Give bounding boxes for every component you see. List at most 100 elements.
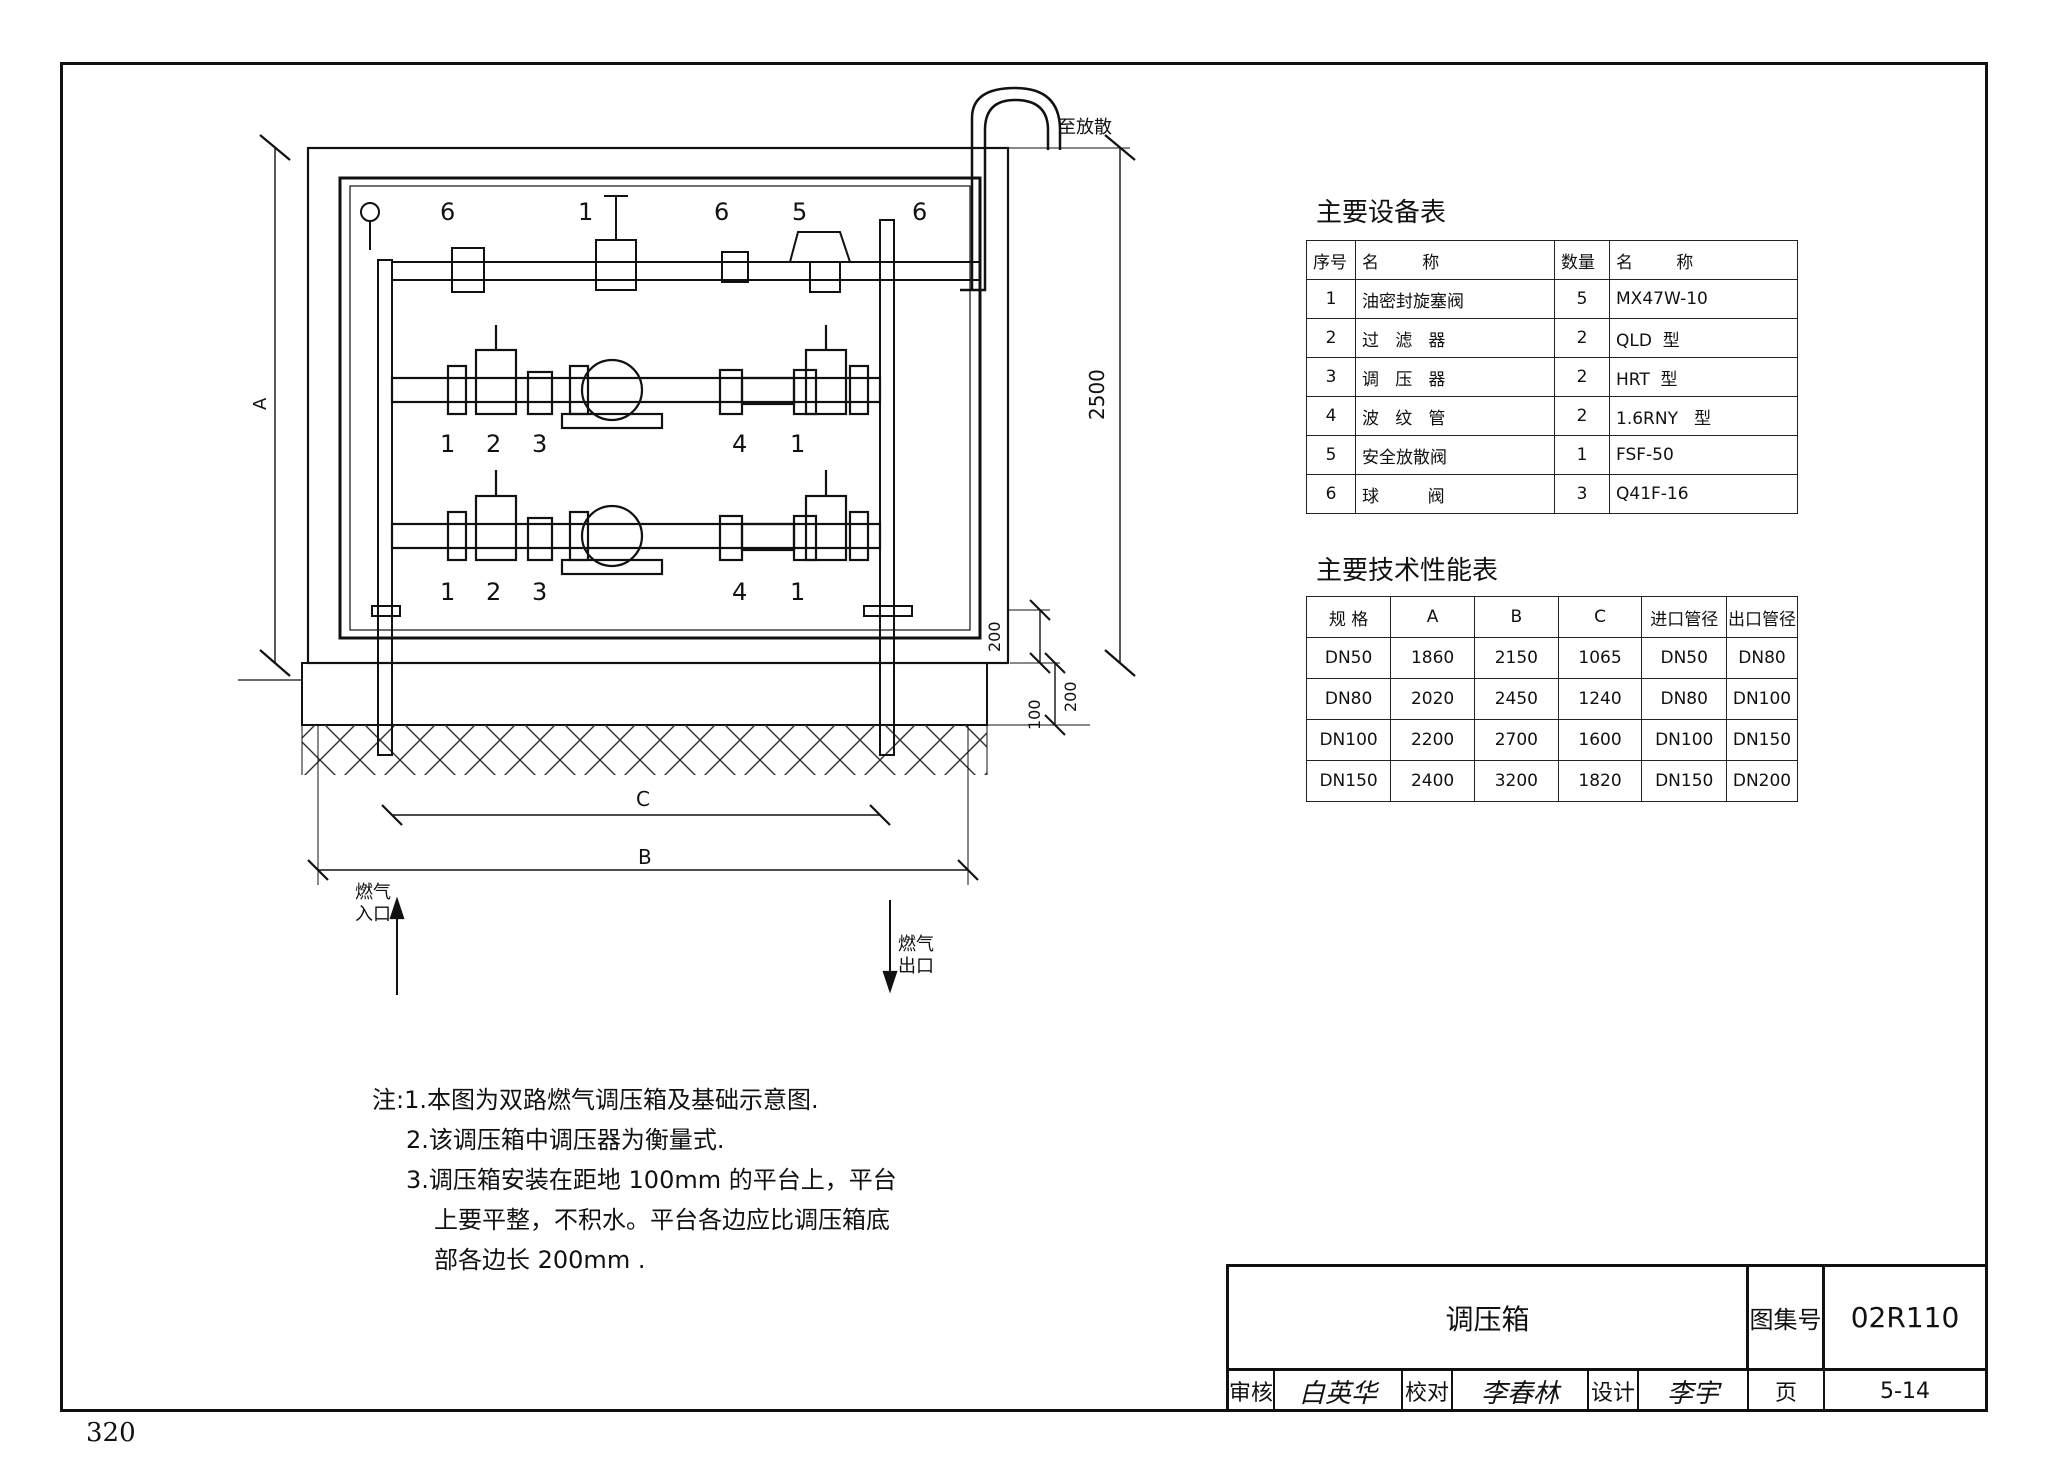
table-cell: QLD 型 [1609, 318, 1798, 358]
table-cell: DN50 [1641, 637, 1727, 679]
dim-2500: 2500 [1085, 369, 1109, 420]
table-header: 出口管径 [1726, 596, 1798, 638]
dim-a: A [250, 397, 271, 410]
title-block: 调压箱 图集号 02R110 审核 白英华 校对 李春林 设计 李宇 页 5-1… [1226, 1264, 1988, 1412]
note-line: 注:1.本图为双路燃气调压箱及基础示意图. [372, 1086, 819, 1114]
callout-top: 5 [792, 198, 807, 226]
table-header: B [1473, 596, 1559, 638]
atlas-label: 图集号 [1749, 1267, 1825, 1371]
dim-100: 100 [1025, 699, 1044, 730]
equipment-table-title: 主要设备表 [1316, 198, 1447, 228]
table-cell: 波 纹 管 [1355, 396, 1555, 436]
table-cell: 1 [1306, 279, 1356, 319]
dim-b: B [638, 845, 652, 869]
inlet-label-2: 入口 [355, 904, 391, 925]
table-cell: DN200 [1726, 760, 1798, 802]
page-value: 5-14 [1880, 1378, 1930, 1404]
table-cell: 2020 [1390, 678, 1475, 720]
table-cell: 1240 [1557, 678, 1643, 720]
cabinet-inner [338, 176, 982, 640]
table-cell: DN150 [1305, 760, 1392, 802]
review-signature: 白英华 [1275, 1371, 1403, 1411]
table-cell: DN100 [1726, 678, 1798, 720]
callout-row1: 3 [532, 430, 547, 458]
table-cell: 1820 [1557, 760, 1643, 802]
dim-200-b: 200 [1061, 681, 1080, 712]
table-cell: 5 [1554, 279, 1610, 319]
drawing-frame [60, 62, 1988, 1412]
callout-row1: 2 [486, 430, 501, 458]
vent-label: 至放散 [1058, 117, 1112, 138]
review-label: 审核 [1229, 1371, 1275, 1411]
callout-row1: 1 [440, 430, 455, 458]
page-number: 320 [86, 1418, 136, 1448]
table-cell: 2 [1554, 396, 1610, 436]
callout-top: 6 [440, 198, 455, 226]
table-row: 3 调 压 器 2 HRT 型 [1306, 357, 1798, 397]
table-header-row: 规 格 A B C 进口管径 出口管径 [1305, 596, 1798, 638]
table-cell: 1065 [1557, 637, 1643, 679]
table-header: A [1390, 596, 1475, 638]
table-cell: FSF-50 [1609, 435, 1798, 475]
table-row: DN80 2020 2450 1240 DN80 DN100 [1305, 678, 1798, 720]
outlet-label-1: 燃气 [898, 934, 934, 955]
table-header: 规 格 [1305, 596, 1392, 638]
table-cell: DN100 [1305, 719, 1392, 761]
design-signature: 李宇 [1639, 1371, 1749, 1411]
outlet-label-2: 出口 [898, 956, 934, 977]
table-cell: 2 [1306, 318, 1356, 358]
table-cell: 2200 [1390, 719, 1475, 761]
table-row: DN50 1860 2150 1065 DN50 DN80 [1305, 637, 1798, 679]
regulator-line-1 [390, 325, 882, 430]
table-cell: DN100 [1641, 719, 1727, 761]
table-cell: 安全放散阀 [1355, 435, 1555, 475]
table-cell: DN150 [1726, 719, 1798, 761]
callout-row2: 3 [532, 578, 547, 606]
table-row: DN100 2200 2700 1600 DN100 DN150 [1305, 719, 1798, 761]
table-cell: 6 [1306, 474, 1356, 514]
table-cell: DN80 [1641, 678, 1727, 720]
check-signature: 李春林 [1453, 1371, 1589, 1411]
design-label: 设计 [1589, 1371, 1639, 1411]
table-cell: 2400 [1390, 760, 1475, 802]
table-cell: 1 [1554, 435, 1610, 475]
table-cell: DN50 [1305, 637, 1392, 679]
table-cell: 调 压 器 [1355, 357, 1555, 397]
regulator-line-2 [390, 470, 882, 576]
table-cell: 2450 [1473, 678, 1559, 720]
table-cell: DN80 [1305, 678, 1392, 720]
table-cell: 3 [1306, 357, 1356, 397]
table-header: C [1557, 596, 1643, 638]
callout-row1: 1 [790, 430, 805, 458]
callout-top: 6 [912, 198, 927, 226]
table-cell: 5 [1306, 435, 1356, 475]
table-cell: 2 [1554, 318, 1610, 358]
table-header: 名 称 [1355, 240, 1555, 280]
table-cell: 球 阀 [1355, 474, 1555, 514]
table-row: 1 油密封旋塞阀 5 MX47W-10 [1306, 279, 1798, 319]
note-line: 部各边长 200mm . [434, 1246, 646, 1274]
table-cell: 1600 [1557, 719, 1643, 761]
note-line: 3.调压箱安装在距地 100mm 的平台上，平台 [406, 1166, 897, 1194]
table-row: 2 过 滤 器 2 QLD 型 [1306, 318, 1798, 358]
table-row: 6 球 阀 3 Q41F-16 [1306, 474, 1798, 514]
drawing-name: 调压箱 [1229, 1267, 1749, 1371]
atlas-number: 02R110 [1825, 1267, 1985, 1371]
table-cell: MX47W-10 [1609, 279, 1798, 319]
table-cell: DN150 [1641, 760, 1727, 802]
performance-table-title: 主要技术性能表 [1316, 556, 1499, 586]
callout-row2: 2 [486, 578, 501, 606]
table-cell: 2700 [1473, 719, 1559, 761]
table-cell: 3200 [1473, 760, 1559, 802]
table-header: 名 称 [1609, 240, 1798, 280]
table-row: 5 安全放散阀 1 FSF-50 [1306, 435, 1798, 475]
signature-row: 审核 白英华 校对 李春林 设计 李宇 页 5-14 [1229, 1371, 1985, 1411]
callout-row1: 4 [732, 430, 747, 458]
table-cell: 2150 [1473, 637, 1559, 679]
inlet-label-1: 燃气 [355, 882, 391, 903]
page-label: 页 [1749, 1371, 1825, 1411]
table-cell: 过 滤 器 [1355, 318, 1555, 358]
table-cell: 油密封旋塞阀 [1355, 279, 1555, 319]
table-header: 数量 [1554, 240, 1610, 280]
